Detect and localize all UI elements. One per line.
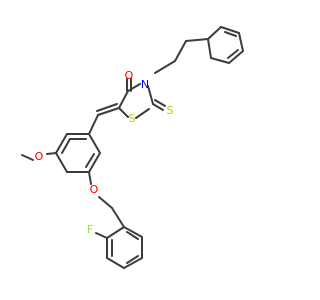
bond	[88, 114, 99, 135]
bond	[97, 107, 120, 116]
bond	[123, 257, 143, 269]
atom-label-ether-oxygen: O	[90, 183, 99, 196]
bond	[224, 31, 237, 37]
bond	[174, 40, 187, 62]
bond	[228, 50, 244, 64]
bond	[88, 152, 101, 173]
bond	[185, 38, 209, 42]
bond	[123, 226, 143, 238]
bond	[95, 232, 108, 239]
bond	[207, 38, 212, 59]
atom-label-thione-sulfur: S	[167, 104, 174, 117]
bond	[152, 103, 164, 111]
bond	[111, 207, 125, 228]
bond	[118, 90, 129, 109]
bond	[61, 138, 71, 154]
bond-lines	[21, 26, 244, 269]
bond	[106, 226, 125, 239]
bond	[98, 196, 113, 209]
atom-label-methoxy-oxygen: O	[35, 150, 44, 163]
bond	[21, 154, 34, 161]
bond	[55, 152, 68, 173]
atom-label-fluorine: F	[87, 223, 93, 236]
atom-label-ring-nitrogen: N	[141, 78, 149, 91]
bond	[88, 171, 92, 185]
atom-label-ring-sulfur: S	[129, 112, 136, 125]
bond	[154, 99, 166, 107]
bond	[220, 26, 240, 34]
atom-label-carbonyl-oxygen: O	[125, 69, 134, 82]
bond	[55, 133, 68, 154]
bond	[118, 107, 129, 118]
bond	[135, 108, 150, 119]
bond	[88, 133, 101, 154]
bond	[126, 231, 139, 240]
bond	[126, 255, 139, 264]
bond	[227, 49, 239, 59]
bond	[85, 153, 95, 168]
molecule-structure-drawing: O N S S O O F	[21, 26, 244, 269]
atom-labels: O N S S O O F	[35, 69, 174, 236]
bond	[210, 57, 230, 64]
bond	[96, 103, 118, 112]
bond	[238, 32, 244, 52]
bond	[147, 85, 154, 105]
bond	[127, 83, 141, 92]
bond	[207, 26, 222, 40]
bond	[154, 60, 176, 74]
bond	[46, 152, 57, 155]
bond	[106, 257, 125, 269]
